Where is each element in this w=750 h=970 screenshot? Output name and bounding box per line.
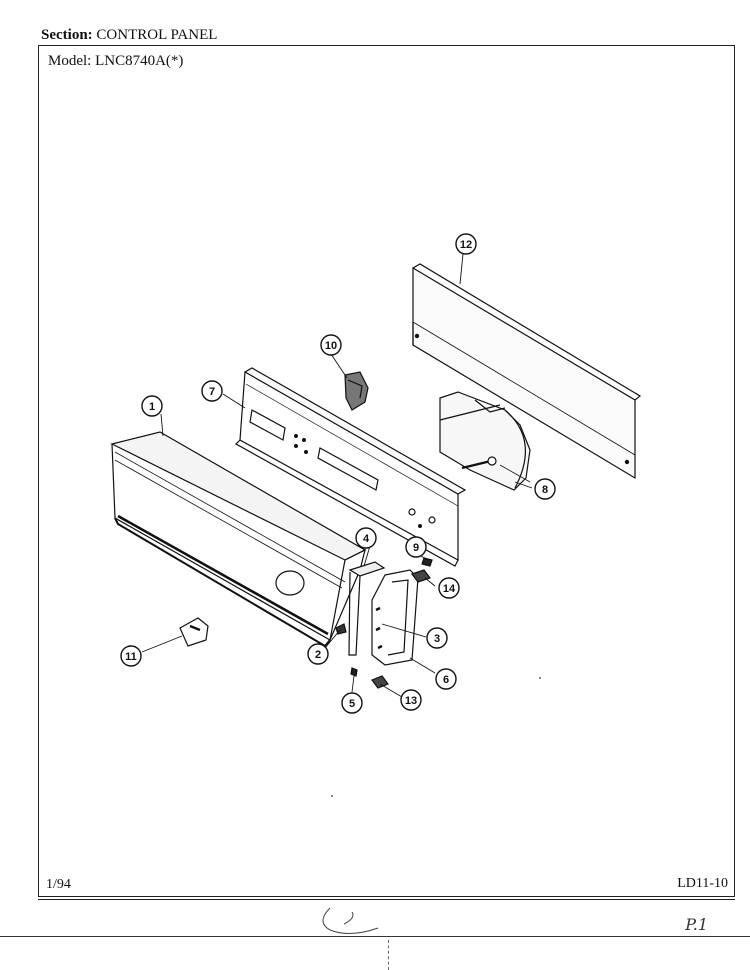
part-5-screw — [350, 667, 358, 677]
page-code: LD11-10 — [677, 876, 728, 891]
bottom-tick — [388, 940, 389, 970]
callout-14-label: 14 — [443, 583, 456, 595]
callout-3: 3 — [426, 627, 448, 649]
callout-6-label: 6 — [443, 674, 449, 686]
date-code: 1/94 — [46, 877, 71, 892]
part-8-fan-assembly — [439, 391, 531, 491]
part-1-control-panel — [110, 431, 367, 648]
callout-1-label: 1 — [149, 401, 155, 413]
callout-12-label: 12 — [460, 239, 472, 251]
callout-1: 1 — [141, 395, 163, 417]
callout-10-label: 10 — [325, 340, 337, 352]
part-12-rear-panel — [412, 263, 642, 480]
callout-11-label: 11 — [125, 651, 137, 663]
section-heading: Section: CONTROL PANEL — [41, 27, 217, 44]
callout-2: 2 — [307, 643, 329, 665]
callout-8: 8 — [534, 478, 556, 500]
part-10-switch — [344, 371, 369, 411]
callout-12: 12 — [455, 233, 477, 255]
part-4-trim-strip — [348, 561, 386, 656]
callout-14: 14 — [438, 577, 460, 599]
section-label: Section: — [41, 27, 93, 43]
callout-13-label: 13 — [405, 695, 417, 707]
callout-9: 9 — [405, 536, 427, 558]
callout-4: 4 — [355, 527, 377, 549]
part-11-knob — [179, 617, 209, 647]
part-9-screw — [421, 557, 433, 567]
frame-double-rule — [38, 899, 735, 900]
model-heading: Model: LNC8740A(*) — [48, 53, 183, 70]
callout-4-label: 4 — [363, 533, 370, 545]
callout-13: 13 — [400, 689, 422, 711]
part-14-clip — [411, 569, 431, 583]
callout-7-label: 7 — [209, 386, 215, 398]
scan-speck — [331, 795, 333, 797]
handwritten-mark — [322, 907, 379, 934]
scan-speck — [539, 677, 541, 679]
callout-5-label: 5 — [349, 698, 355, 710]
diagram-frame — [38, 45, 735, 897]
callout-11: 11 — [120, 645, 142, 667]
callout-3-label: 3 — [434, 633, 440, 645]
callout-9-label: 9 — [413, 542, 419, 554]
part-6-end-cap — [371, 569, 419, 666]
handwritten-page-note: P.1 — [685, 915, 708, 934]
model-value: LNC8740A(*) — [95, 53, 184, 69]
part-13-clip — [371, 675, 389, 689]
callout-7: 7 — [201, 380, 223, 402]
callout-8-label: 8 — [542, 484, 548, 496]
callout-6: 6 — [435, 668, 457, 690]
callout-2-label: 2 — [315, 649, 321, 661]
callout-5: 5 — [341, 692, 363, 714]
callout-10: 10 — [320, 334, 342, 356]
section-value: CONTROL PANEL — [96, 27, 218, 43]
model-label: Model: — [48, 53, 92, 69]
bottom-rule — [0, 936, 750, 937]
